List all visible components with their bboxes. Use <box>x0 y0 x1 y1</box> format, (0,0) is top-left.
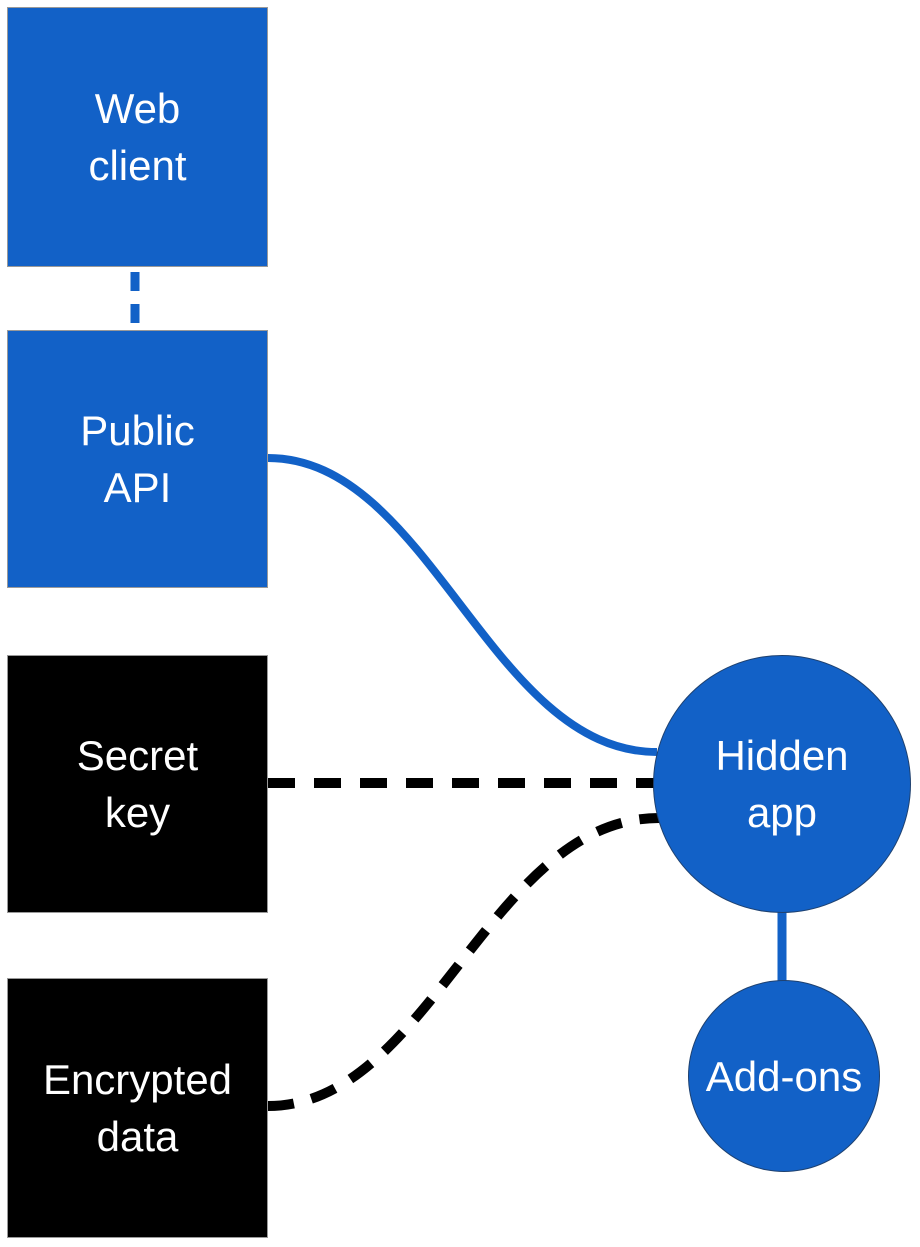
label-line: Web <box>94 85 181 132</box>
label-line: data <box>96 1113 179 1160</box>
label-line: client <box>88 142 187 189</box>
edge-encrypted-data-hidden-app <box>267 813 660 1111</box>
node-web-client: Web client <box>7 7 268 267</box>
node-hidden-app: Hidden app <box>653 655 911 913</box>
node-encrypted-data-label: Encrypted data <box>43 1051 232 1165</box>
label-line: app <box>746 789 818 836</box>
label-line: API <box>103 464 172 511</box>
node-add-ons-label: Add-ons <box>706 1048 862 1105</box>
node-public-api-label: Public API <box>80 402 194 516</box>
label-line: key <box>104 789 171 836</box>
node-add-ons: Add-ons <box>688 980 880 1172</box>
node-public-api: Public API <box>7 330 268 588</box>
node-encrypted-data: Encrypted data <box>7 978 268 1238</box>
edge-public-api-hidden-app <box>267 454 658 756</box>
node-hidden-app-label: Hidden app <box>715 727 848 841</box>
node-web-client-label: Web client <box>88 80 186 194</box>
node-secret-key: Secret key <box>7 655 268 913</box>
label-line: Secret <box>76 732 199 779</box>
label-line: Add-ons <box>705 1052 863 1100</box>
node-secret-key-label: Secret key <box>77 727 198 841</box>
label-line: Public <box>80 407 195 454</box>
label-line: Encrypted <box>42 1056 233 1103</box>
label-line: Hidden <box>715 732 849 779</box>
